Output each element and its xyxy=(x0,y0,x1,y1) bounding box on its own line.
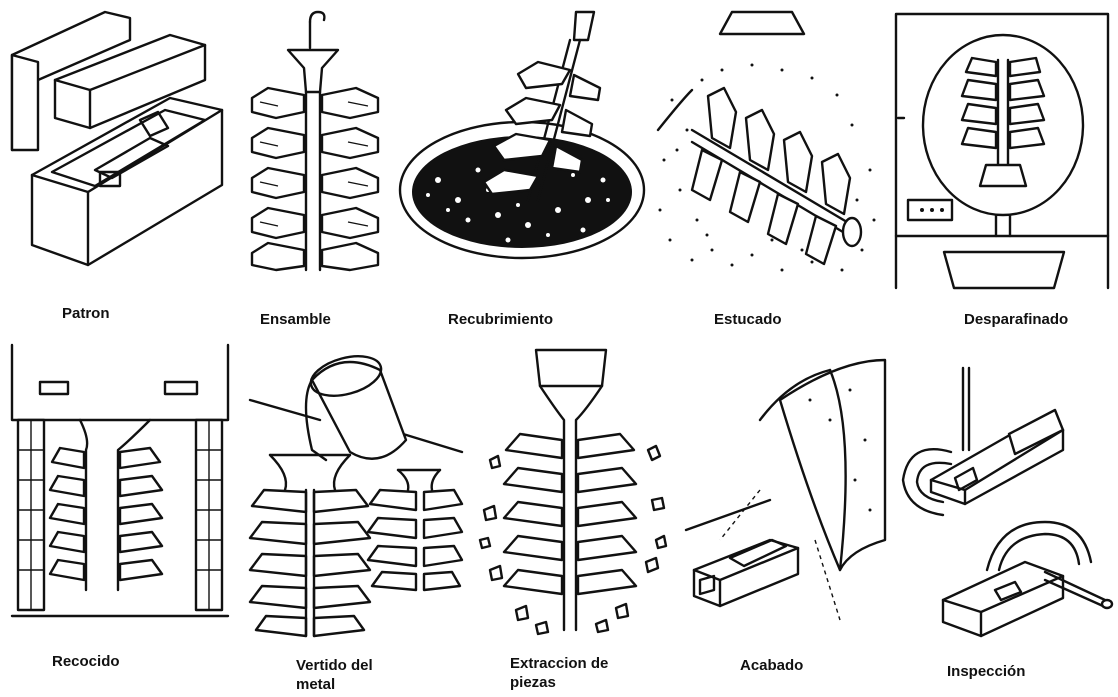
recubrimiento-illustration: Recubrimiento xyxy=(398,0,648,280)
acabado-illustration: Acabado xyxy=(680,340,890,640)
caption-extraccion: Extraccion de piezas xyxy=(510,654,640,692)
patron-illustration: Patron xyxy=(0,0,230,280)
ensamble-illustration: Ensamble xyxy=(238,0,398,280)
caption-patron: Patron xyxy=(62,304,110,323)
caption-desparafinado: Desparafinado xyxy=(964,310,1068,329)
desparafinado-illustration: Desparafinado xyxy=(888,0,1118,290)
caption-vertido: Vertido del metal xyxy=(296,656,406,694)
vertido-illustration: Vertido del metal xyxy=(240,340,470,640)
extraccion-illustration: Extraccion de piezas xyxy=(476,340,676,640)
caption-inspeccion: Inspección xyxy=(947,662,1025,681)
estucado-illustration: Estucado xyxy=(652,0,884,280)
caption-acabado: Acabado xyxy=(740,656,803,675)
recocido-illustration: Recocido xyxy=(0,340,235,630)
caption-ensamble: Ensamble xyxy=(260,310,331,329)
inspeccion-illustration: Inspección xyxy=(895,340,1118,640)
caption-estucado: Estucado xyxy=(714,310,782,329)
caption-recocido: Recocido xyxy=(52,652,120,671)
caption-recubrimiento: Recubrimiento xyxy=(448,310,553,329)
